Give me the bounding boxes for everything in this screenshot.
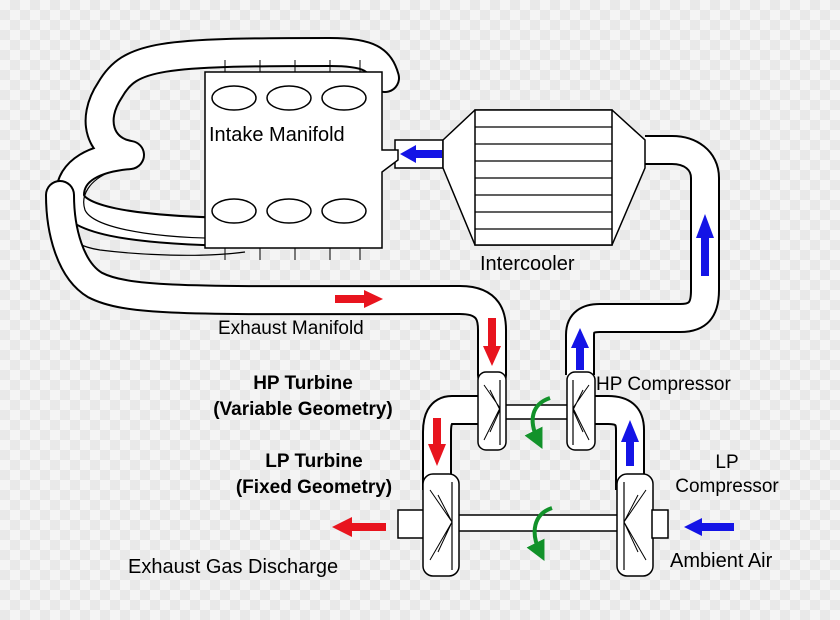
- exhaust-manifold-pipe: [45, 37, 507, 390]
- lp-compressor: [616, 473, 669, 577]
- intake-flow-arrow: [400, 145, 442, 163]
- lp-turbine-label: LP Turbine (Fixed Geometry): [200, 451, 428, 499]
- hp-turbine-label: HP Turbine (Variable Geometry): [188, 373, 418, 421]
- lp-compressor-label-line2: Compressor: [675, 475, 779, 497]
- exhaust-manifold-flow-arrow: [335, 290, 383, 308]
- hp-compressor-label: HP Compressor: [596, 374, 731, 395]
- hp-turbine-label-line1: HP Turbine: [253, 373, 353, 394]
- ambient-air-label: Ambient Air: [670, 550, 773, 572]
- ambient-air-inlet-arrow: [684, 518, 734, 536]
- charge-air-flow-arrow-up: [696, 214, 714, 276]
- lp-turbine-inlet-arrow: [428, 418, 446, 466]
- hp-rotation-arrow: [524, 396, 551, 449]
- lp-turbine-label-line1: LP Turbine: [265, 451, 363, 472]
- intake-runner-ovals-top: [211, 85, 367, 111]
- intake-manifold: [204, 60, 399, 260]
- lp-compressor-outlet-arrow: [621, 420, 639, 466]
- lp-compressor-label: LP Compressor: [662, 452, 792, 498]
- exhaust-manifold-label: Exhaust Manifold: [218, 318, 364, 339]
- hp-compressor: [566, 371, 596, 451]
- intake-manifold-label: Intake Manifold: [209, 124, 345, 146]
- hp-turbine-label-line2: (Variable Geometry): [213, 398, 393, 420]
- hp-compressor-outlet-arrow: [571, 328, 589, 370]
- lp-compressor-label-line1: LP: [715, 452, 739, 473]
- hp-turbine: [477, 371, 507, 451]
- intercooler: [442, 109, 646, 246]
- lp-turbine-label-line2: (Fixed Geometry): [235, 476, 393, 498]
- intake-runner-ovals-bottom: [211, 198, 367, 224]
- charge-air-pipe: [565, 135, 720, 375]
- intercooler-label: Intercooler: [480, 253, 575, 275]
- lp-turbine: [397, 473, 460, 577]
- hp-turbine-inlet-arrow: [483, 318, 501, 366]
- exhaust-discharge-arrow: [332, 517, 386, 537]
- lp-rotation-arrow: [526, 506, 553, 561]
- exhaust-gas-discharge-label: Exhaust Gas Discharge: [128, 556, 339, 578]
